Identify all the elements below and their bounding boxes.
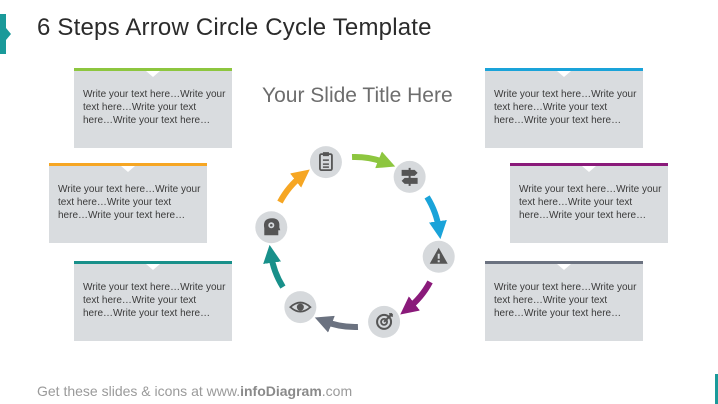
box-accent-bar [49,163,207,166]
text-box-5[interactable]: Write your text here…Write your text her… [510,163,668,243]
box-notch [557,71,571,77]
box-accent-bar [510,163,668,166]
eye-icon [289,301,312,313]
head-gear-icon [263,218,281,236]
cycle-node-4 [368,305,401,338]
title-accent-bar [0,14,11,54]
cycle-node-1 [309,146,342,179]
text-box-1[interactable]: Write your text here…Write your text her… [74,68,232,148]
cycle-arrow-4 [314,315,359,333]
cycle-node-3 [422,240,455,273]
box-notch [582,166,596,172]
cycle-arrow-1 [351,151,396,169]
box-notch [146,264,160,270]
box-text: Write your text here…Write your text her… [494,89,637,126]
page-title: 6 Steps Arrow Circle Cycle Template [37,14,432,41]
footer-prefix: Get these slides & icons at www. [37,383,241,399]
text-box-2[interactable]: Write your text here…Write your text her… [49,163,207,243]
cycle-node-5 [284,291,317,324]
signpost-icon [401,167,418,186]
node-circle [309,146,342,179]
clipboard-icon [319,152,333,172]
box-text: Write your text here…Write your text her… [83,282,226,319]
footer-text: Get these slides & icons at www.infoDiag… [37,383,352,399]
cycle-node-2 [393,160,426,193]
box-text: Write your text here…Write your text her… [83,89,226,126]
cycle-arrow-3 [400,280,433,315]
warning-icon [429,247,448,264]
corner-accent [715,374,718,404]
box-accent-bar [74,261,232,264]
text-box-6[interactable]: Write your text here…Write your text her… [485,261,643,341]
box-notch [121,166,135,172]
cycle-arrow-5 [263,244,286,289]
target-icon [376,313,393,330]
slide-subtitle: Your Slide Title Here [262,84,453,107]
footer-brand[interactable]: infoDiagram [240,383,322,399]
cycle-node-6 [255,211,288,244]
text-box-4[interactable]: Write your text here…Write your text her… [485,68,643,148]
box-accent-bar [485,261,643,264]
box-text: Write your text here…Write your text her… [519,184,662,221]
box-text: Write your text here…Write your text her… [58,184,201,221]
box-notch [146,71,160,77]
box-notch [557,264,571,270]
footer-suffix: .com [321,383,353,399]
box-text: Write your text here…Write your text her… [494,282,637,319]
cycle-arrow-2 [424,195,447,240]
box-accent-bar [74,68,232,71]
cycle-arrow-6 [277,169,310,204]
arrow-circle-cycle [255,146,455,338]
box-accent-bar [485,68,643,71]
text-box-3[interactable]: Write your text here…Write your text her… [74,261,232,341]
